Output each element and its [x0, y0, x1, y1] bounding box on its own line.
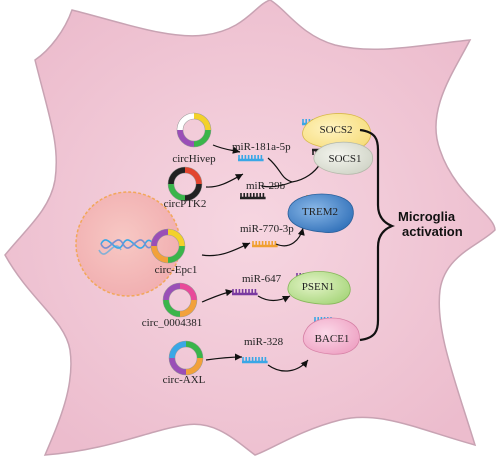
ring-segment [151, 245, 169, 263]
target-label-socs2: SOCS2 [319, 124, 352, 136]
ring-segment [177, 129, 195, 147]
outcome-line-2: activation [402, 224, 463, 239]
mir-328-icon [242, 357, 268, 364]
ring-segment [184, 167, 202, 185]
brace-mirna-to-socs1-lower [261, 181, 293, 188]
arrow-circhivep-to-mir181a [212, 144, 241, 154]
ring-segment [167, 229, 185, 247]
outcome-line-1: Microglia [398, 209, 456, 224]
ring-segment [167, 245, 185, 263]
ring-segment [177, 113, 195, 131]
socs1-protein-icon [313, 141, 373, 175]
ring-segment [168, 167, 186, 185]
target-label-psen1: PSEN1 [302, 281, 334, 293]
mir-647-icon [232, 289, 258, 296]
circrna-label-circ-0004381: circ_0004381 [142, 317, 202, 329]
ring-segment [193, 129, 211, 147]
ring-segment [179, 299, 197, 317]
arrow-mir647-to-psen1 [257, 295, 291, 303]
ring-segment [151, 229, 169, 247]
arrow-mir328-to-bace1 [267, 359, 309, 372]
circ-0004381-ring-icon [162, 282, 198, 318]
mirna-label-mir-181a-5p: miR-181a-5p [232, 141, 291, 153]
ring-segment [163, 283, 181, 301]
arrow-circ-axl-to-mir328 [205, 353, 243, 361]
arrow-circ-epc1-to-mir770 [201, 242, 251, 257]
ring-segment [185, 341, 203, 359]
mir-29b-icon [240, 193, 266, 200]
target-label-trem2: TREM2 [302, 206, 338, 218]
trem2-protein-icon [287, 193, 354, 234]
ring-segment [179, 283, 197, 301]
target-label-socs1: SOCS1 [328, 153, 361, 165]
circhivep-ring-icon [176, 112, 212, 148]
ring-segment [169, 357, 187, 375]
mirna-label-mir-328: miR-328 [244, 336, 284, 348]
ring-segment [169, 341, 187, 359]
ring-segment [184, 183, 202, 201]
mirna-label-mir-647: miR-647 [242, 273, 282, 285]
convergence-brace [359, 128, 395, 342]
circrna-label-circhivep: circHivep [172, 153, 216, 165]
circrna-label-circ-axl: circ-AXL [163, 374, 206, 386]
mir-770-3p-icon [252, 241, 278, 248]
ring-segment [185, 357, 203, 375]
psen1-protein-icon [287, 271, 351, 305]
arrow-mir770-to-trem2 [275, 227, 305, 247]
circptk2-ring-icon [167, 166, 203, 202]
microglia-cell-body [4, 0, 496, 456]
arrow-circ-0004381-to-mir647 [201, 289, 234, 303]
socs2-protein-icon [302, 113, 372, 151]
ring-segment [168, 183, 186, 201]
bace1-protein-icon [302, 317, 360, 355]
circ-epc1-ring-icon [150, 228, 186, 264]
brace-mirna-to-socs1 [267, 157, 293, 183]
mirna-label-mir-770-3p: miR-770-3p [240, 223, 294, 235]
target-label-bace1: BACE1 [315, 333, 350, 345]
circrna-label-circptk2: circPTK2 [164, 198, 207, 210]
ring-segment [163, 299, 181, 317]
ring-segment [193, 113, 211, 131]
mir-181a-5p-icon [238, 155, 264, 162]
arrow-circptk2-to-mir29b [205, 173, 244, 188]
circ-axl-ring-icon [168, 340, 204, 376]
circrna-label-circ-epc1: circ-Epc1 [155, 264, 198, 276]
